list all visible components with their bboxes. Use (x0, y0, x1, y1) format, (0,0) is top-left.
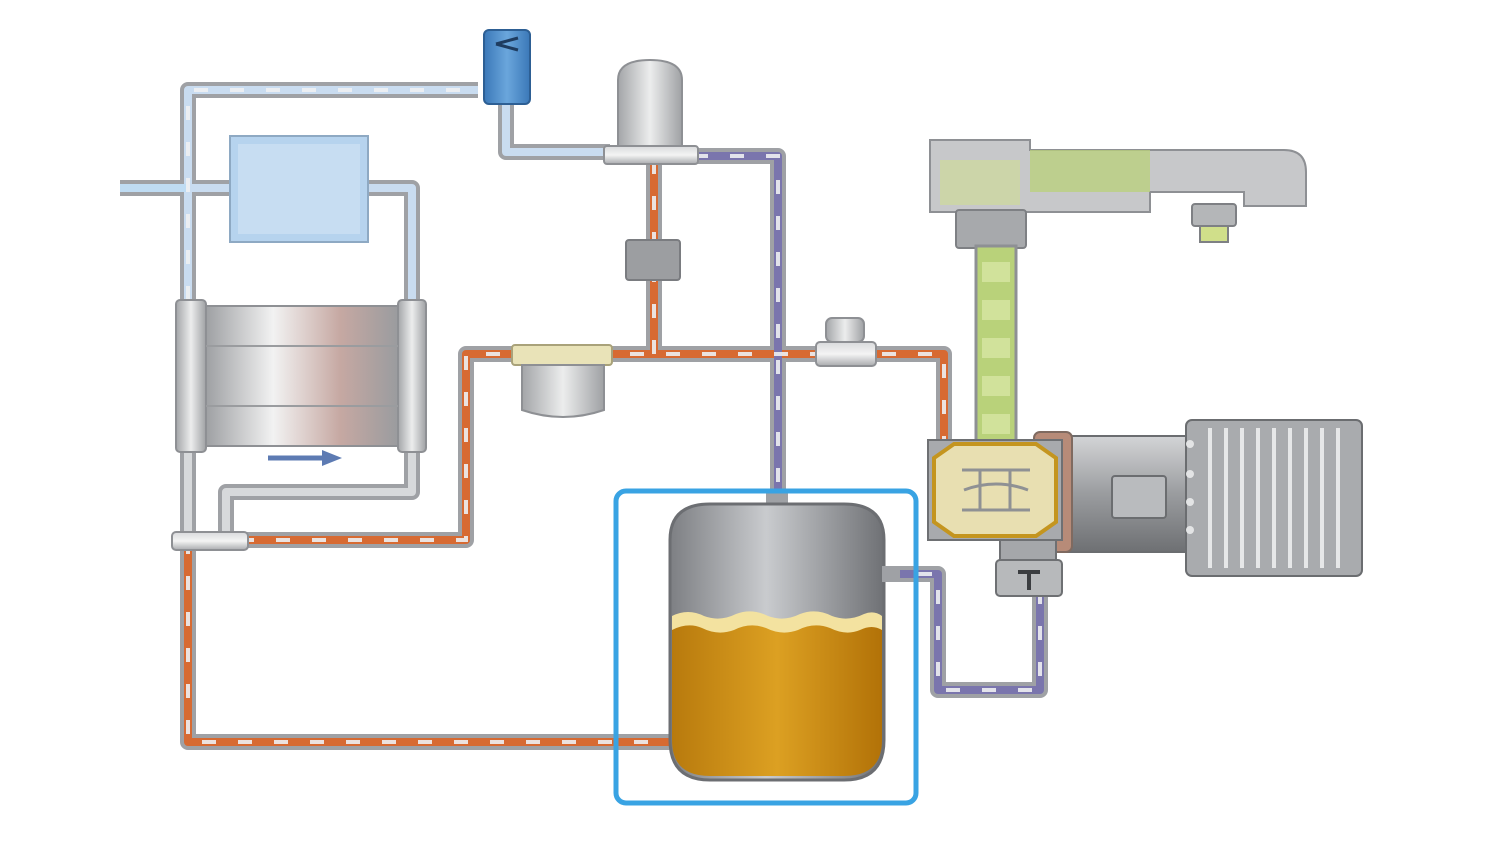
electric-motor (1059, 419, 1363, 577)
check-valve (815, 317, 877, 367)
oil-filter (511, 344, 613, 418)
tank-oil-level (672, 611, 882, 776)
pressure-switch-icon (483, 29, 531, 105)
scavenge-valve (995, 539, 1063, 597)
air-line-separator (498, 100, 610, 160)
oil-air-line (694, 148, 786, 500)
separator-tank (668, 492, 900, 782)
intake-valve (929, 139, 1307, 448)
air-aftercooler (229, 135, 369, 243)
pipe-network (120, 82, 1048, 750)
minimum-pressure-valve (625, 239, 681, 281)
oil-line-bottom (180, 540, 670, 750)
oil-cooler (171, 299, 427, 551)
air-end (927, 431, 1073, 597)
flow-arrow-icon (268, 450, 342, 466)
oil-separator-element (603, 58, 699, 165)
selection-highlight[interactable] (613, 488, 919, 806)
